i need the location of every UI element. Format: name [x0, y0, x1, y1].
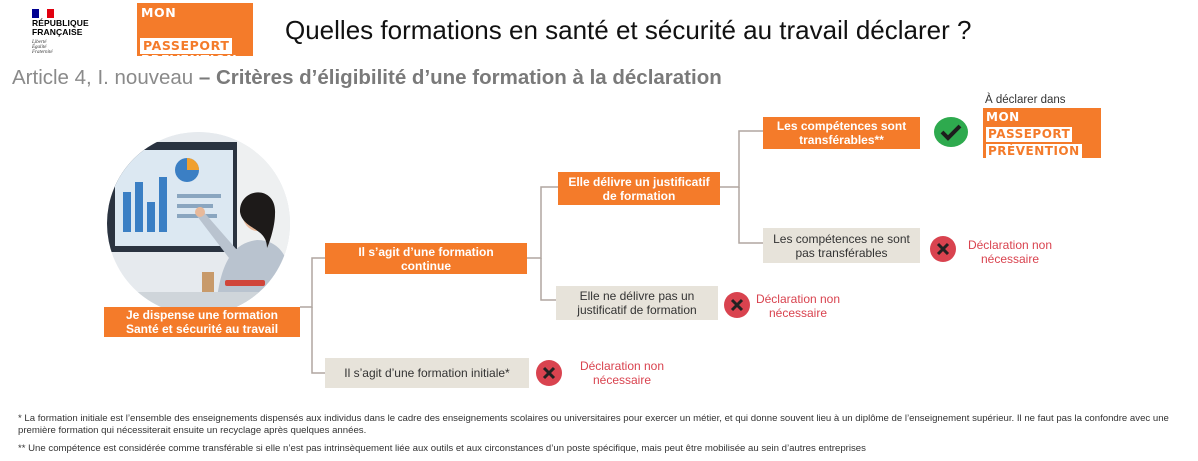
root-training-node: Je dispense une formation Santé et sécur…: [104, 307, 300, 337]
no-certificate-node: Elle ne délivre pas un justificatif de f…: [556, 286, 718, 320]
logo-small-line-mon: MON: [986, 110, 1020, 124]
check-circle-icon: [934, 117, 968, 147]
footnote-transferable-skills: ** Une compétence est considérée comme t…: [18, 443, 866, 454]
french-flag-icon: [32, 9, 54, 18]
declare-in-label: À déclarer dans: [985, 94, 1066, 106]
logo-line-mon: MON: [141, 5, 177, 20]
republic-motto: Liberté Égalité Fraternité: [32, 40, 53, 55]
transferable-skills-node: Les compétences sont transférables**: [763, 117, 920, 149]
logo-small-line-prevention: PRÉVENTION: [986, 144, 1082, 159]
initial-training-node: Il s’agit d’une formation initiale*: [325, 358, 529, 388]
footnote-initial-training: * La formation initiale est l’ensemble d…: [18, 413, 1169, 436]
continuing-training-node: Il s’agit d’une formation continue: [325, 243, 527, 274]
republique-francaise-label: RÉPUBLIQUE FRANÇAISE: [32, 18, 89, 37]
cross-circle-icon: [724, 292, 750, 318]
non-transferable-skills-node: Les compétences ne sont pas transférable…: [763, 228, 920, 263]
page-title: Quelles formations en santé et sécurité …: [285, 15, 972, 45]
cross-circle-icon: [930, 236, 956, 262]
mon-passeport-prevention-logo: MON PASSEPORT PRÉVENTION: [137, 3, 253, 67]
declaration-not-required-2: Déclaration non nécessaire: [755, 292, 841, 320]
subtitle-criteria: – Critères d’éligibilité d’une formation…: [193, 66, 722, 89]
logo-line-passeport: PASSEPORT: [140, 38, 233, 54]
declaration-not-required-3: Déclaration non nécessaire: [579, 359, 665, 387]
declaration-not-required-1: Déclaration non nécessaire: [967, 238, 1053, 266]
mon-passeport-prevention-logo-small: MON PASSEPORT PRÉVENTION: [983, 108, 1101, 159]
logo-line-prevention: PRÉVENTION: [141, 52, 238, 67]
logo-small-line-passeport: PASSEPORT: [986, 127, 1073, 142]
page-subtitle: Article 4, I. nouveau – Critères d’éligi…: [12, 66, 722, 90]
cross-circle-icon: [536, 360, 562, 386]
certificate-delivered-node: Elle délivre un justificatif de formatio…: [558, 172, 720, 205]
subtitle-article: Article 4, I. nouveau: [12, 66, 194, 89]
